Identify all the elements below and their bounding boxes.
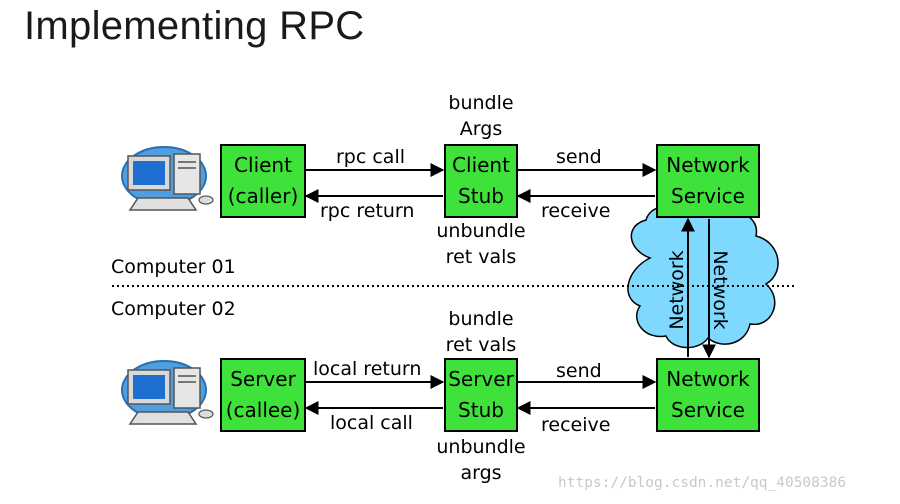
rpc-return-label: rpc return xyxy=(320,200,415,222)
client-box: Client (caller) xyxy=(220,144,306,218)
network-service-bottom-box: Network Service xyxy=(656,358,760,432)
computer-icon xyxy=(121,360,214,425)
send-top-label: send xyxy=(556,146,602,168)
computer-01-label: Computer 01 xyxy=(111,256,236,278)
bundle-args-label: bundle Args xyxy=(448,92,514,140)
computer-icon xyxy=(121,146,214,211)
network-right-label: Network xyxy=(709,250,731,330)
network-service-top-box: Network Service xyxy=(656,144,760,218)
network-left-label: Network xyxy=(666,250,688,330)
rpc-call-label: rpc call xyxy=(336,146,406,168)
bundle-ret-vals-label: bundle ret vals xyxy=(445,308,517,356)
send-bottom-label: send xyxy=(556,360,602,382)
page-title: Implementing RPC xyxy=(24,4,365,48)
unbundle-ret-vals-label: unbundle ret vals xyxy=(436,220,526,268)
computer-02-label: Computer 02 xyxy=(111,298,236,320)
network-cloud-icon xyxy=(627,202,779,349)
server-box: Server (callee) xyxy=(220,358,306,432)
client-stub-box: Client Stub xyxy=(444,144,518,218)
server-stub-box: Server Stub xyxy=(444,358,518,432)
receive-top-label: receive xyxy=(541,200,611,222)
local-return-label: local return xyxy=(313,358,422,380)
receive-bottom-label: receive xyxy=(541,414,611,436)
unbundle-args-label: unbundle args xyxy=(436,436,526,484)
watermark: https://blog.csdn.net/qq_40508386 xyxy=(558,475,847,491)
local-call-label: local call xyxy=(330,412,413,434)
